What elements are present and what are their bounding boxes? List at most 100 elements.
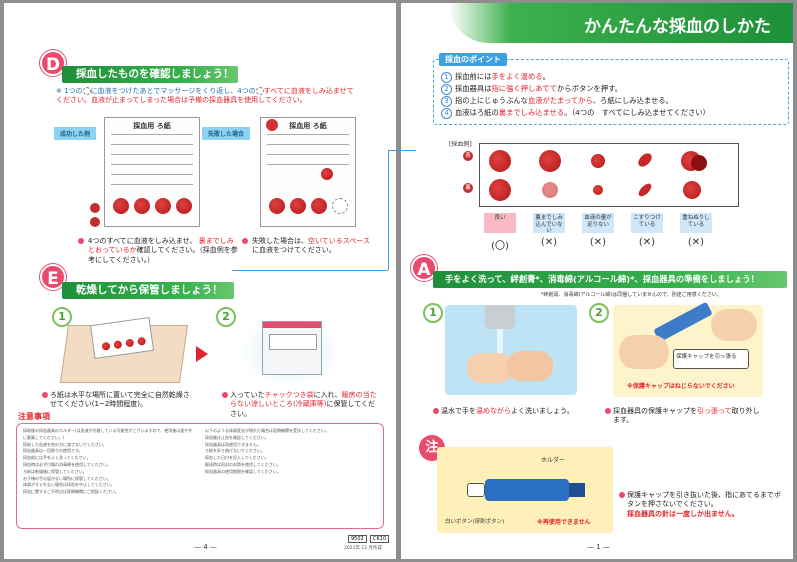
dashed-circle-icon [332, 198, 348, 214]
dashed-circle-icon [82, 87, 91, 95]
caution-list-right: 以下のような体調変化が現れた場合は医療機関を受診してください。 採血後は止血を確… [205, 428, 329, 474]
mark-good: (〇) [491, 241, 509, 252]
mark-shallow: (✕) [540, 237, 558, 248]
blood-spot [155, 198, 171, 214]
label-rubbed: こすりつけている [631, 213, 663, 233]
example-strip [479, 143, 739, 207]
a-step-2-number: 2 [589, 303, 609, 323]
example-overlap-back [683, 181, 701, 199]
example-good-back [489, 179, 511, 201]
dashed-circle-icon [255, 87, 264, 95]
button-label: 白いボタン(穿刺ボタン) [445, 519, 505, 525]
step-2-text: 入っていたチャックつき袋に入れ、暖房の当たらない涼しいところ(冷蔵庫等)に保管し… [222, 391, 380, 419]
hand-washing-illustration [445, 305, 577, 395]
front-row-label: 表 [463, 151, 473, 161]
connector-line [388, 150, 416, 151]
arrow-right-icon [196, 346, 208, 362]
cap-callout: 保護キャップを引っ張る [673, 349, 749, 369]
lancet-holder-icon [485, 479, 569, 501]
connector-line [232, 270, 388, 271]
label-shallow: 裏までしみ込んでいない [533, 213, 565, 234]
points-title: 採血のポイント [439, 53, 507, 66]
white-button-icon [467, 483, 485, 497]
holder-label: ホルダー [541, 457, 566, 464]
mark-small: (✕) [589, 237, 607, 248]
hand-icon [507, 351, 553, 381]
failure-label: 失敗した場合 [202, 127, 251, 140]
reuse-warning: ※再使用できません [537, 519, 591, 526]
section-d-intro: ※ 1つのに血液をつけたあとでマッサージをくり返し、4つのすべてに血液をしみ込ま… [56, 87, 354, 105]
caution-box: 採取後の採血器具のホルダー(は血液が付着している可能性がございますので、使用後は… [16, 423, 384, 529]
hand-icon [711, 309, 757, 341]
caution-list-left: 採取後の採血器具のホルダー(は血液が付着している可能性がございますので、使用後は… [23, 428, 193, 495]
failure-note: 失敗した場合は、空いているスペースに血液をつけてください。 [242, 237, 370, 256]
example-small-back [593, 185, 603, 195]
points-box [433, 59, 789, 125]
page-title: かんたんな採血のしかた [584, 17, 771, 37]
doc-code-2: CK10 [370, 535, 390, 543]
example-shallow-front [539, 150, 561, 172]
back-row-label: 裏 [463, 183, 473, 193]
section-d-badge: D [40, 50, 66, 76]
front-marker-icon [90, 203, 100, 213]
blood-spot [113, 198, 129, 214]
card-title: 採血用 ろ紙 [289, 122, 327, 130]
section-a-badge: A [411, 255, 437, 281]
doc-code: 9502 [348, 535, 367, 543]
back-marker-icon [90, 217, 100, 227]
faucet-icon [485, 305, 515, 329]
a-step-1-number: 1 [423, 303, 443, 323]
success-label: 成功した例 [54, 127, 97, 140]
example-small-front [591, 154, 605, 168]
example-shallow-back [542, 182, 558, 198]
lancet-icon [653, 301, 713, 343]
section-a-note: *絆創膏、消毒綿(アルコール綿)は同梱していませんので、別途ご用意ください。 [541, 292, 722, 298]
cap-removal-illustration: 保護キャップを引っ張る ※保護キャップはねじらないでください [613, 301, 763, 397]
hand-icon [467, 353, 513, 383]
blood-spot [134, 198, 150, 214]
step-1-text: ろ紙は水平な場所に置いて完全に自然乾燥させてください(1~2時間程度)。 [42, 391, 196, 410]
label-small: 血液の量が足りない [582, 213, 614, 233]
a-step-2-text: 採血器具の保護キャップを引っ張って取り外します。 [605, 407, 763, 426]
section-a-heading: 手をよく洗って、絆創膏*、消毒綿(アルコール綿)*、採血器具の準備をしましょう！ [433, 271, 787, 288]
mark-overlap: (✕) [687, 237, 705, 248]
left-page: D 採血したものを確認しましょう！ ※ 1つのに血液をつけたあとでマッサージをく… [4, 3, 396, 559]
section-e-badge: E [40, 264, 66, 290]
cap-warning: ※保護キャップはねじらないでください [627, 383, 735, 390]
step-2-number: 2 [216, 307, 236, 327]
hand-icon [619, 335, 669, 369]
success-note: 4つのすべてに血液をしみ込ませ、 裏までしみとおっているか確認してください。（採… [78, 237, 238, 265]
holder-illustration: ホルダー 白いボタン(穿刺ボタン) ※再使用できません [437, 447, 613, 533]
card-title: 採血用 ろ紙 [133, 122, 171, 130]
blood-spot [266, 119, 278, 131]
a-step-1-text: 温水で手を温めながらよく洗いましょう。 [433, 407, 581, 416]
label-overlap: 重ねぬりしている [680, 213, 712, 233]
failure-card: 採血用 ろ紙 [260, 117, 356, 227]
label-good: 良い [484, 213, 516, 233]
example-good-front [489, 150, 511, 172]
step-1-number: 1 [52, 307, 72, 327]
example-label: [採血例] [449, 141, 472, 148]
mark-rubbed: (✕) [638, 237, 656, 248]
blood-spot [311, 198, 327, 214]
connector-line [388, 150, 389, 270]
section-e-heading: 乾燥してから保管しましょう！ [62, 282, 234, 299]
blood-spot [176, 198, 192, 214]
page-number-right: — 1 — [587, 543, 610, 551]
caution-text: 保護キャップを引き抜いた後、指にあてるまでボタンを押さないでください。 採血器具… [619, 491, 783, 519]
page-number-left: — 4 — [194, 543, 217, 551]
zip-bag-icon [262, 321, 322, 375]
section-d-heading: 採血したものを確認しましょう！ [62, 66, 238, 83]
blood-spot [321, 168, 333, 180]
success-card: 採血用 ろ紙 [104, 117, 200, 227]
blood-spot [269, 198, 285, 214]
title-banner [449, 3, 793, 43]
caution-title: 注意事項 [18, 412, 50, 421]
doc-date: 2021年 12 月作成 [344, 546, 383, 551]
